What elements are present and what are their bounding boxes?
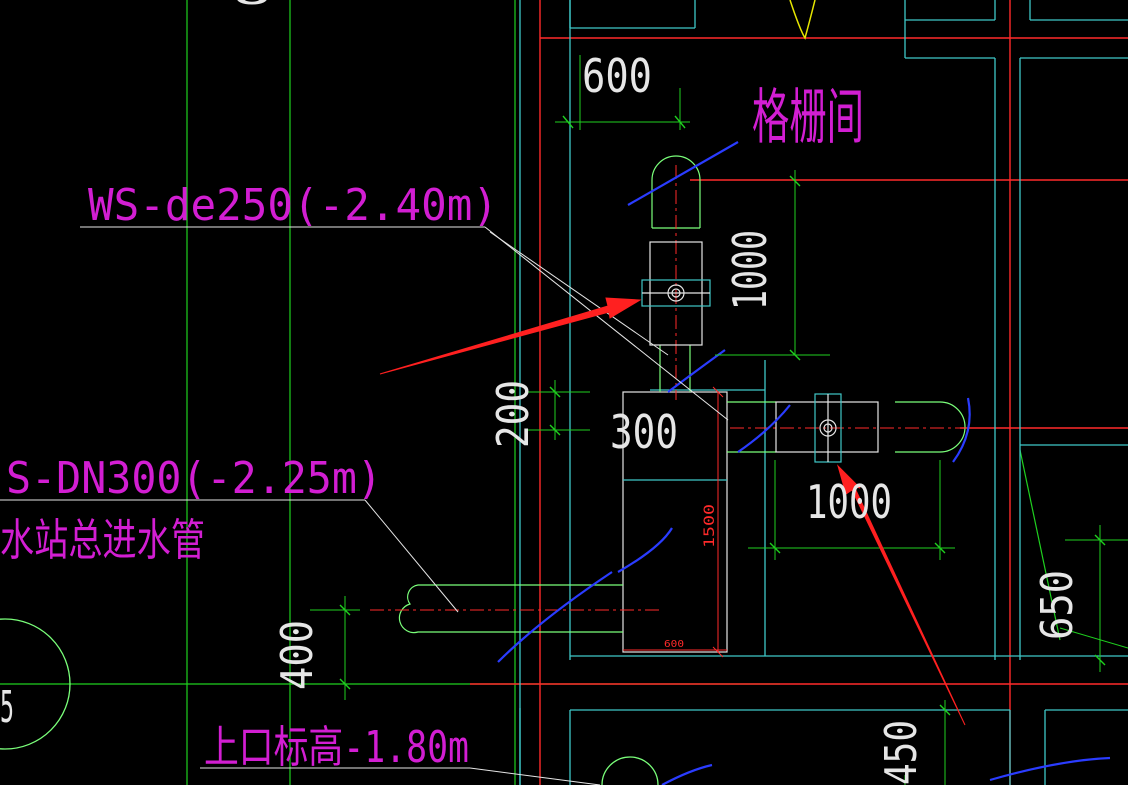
dim-200: 200 bbox=[488, 380, 539, 448]
dim-300: 300 bbox=[610, 405, 678, 459]
label-ws-de250: WS-de250(-2.40m) bbox=[88, 180, 498, 231]
dim-1000-vertical: 1000 bbox=[723, 230, 777, 310]
dimension-texts: 600 300 1000 1000 200 400 650 450 8 5 bbox=[0, 0, 1083, 785]
green-grid-lines bbox=[0, 0, 1061, 785]
dim-1500: 1500 bbox=[702, 504, 718, 548]
dim-400: 400 bbox=[272, 620, 323, 690]
label-room-name: 格栅间 bbox=[752, 83, 864, 153]
top-yellow-detail bbox=[789, 0, 816, 40]
chamber-dimensions bbox=[623, 386, 727, 658]
bottom-tank-circle bbox=[601, 756, 659, 785]
valve-vertical bbox=[641, 241, 711, 346]
dim-1000-horizontal: 1000 bbox=[806, 475, 892, 529]
manhole-chamber bbox=[622, 391, 728, 653]
dimension-lines bbox=[310, 55, 1128, 785]
chamber-dim-texts: 1500 600 bbox=[664, 504, 718, 650]
pipe-centerlines bbox=[370, 165, 970, 611]
label-top-elevation: 上口标高-1.80m bbox=[204, 722, 469, 773]
pipe-labels: WS-de250(-2.40m) S-DN300(-2.25m) 水站总进水管 … bbox=[0, 83, 864, 773]
label-ws-dn300: S-DN300(-2.25m) bbox=[6, 453, 382, 504]
dim-450: 450 bbox=[876, 720, 927, 785]
leader-lines bbox=[0, 226, 729, 785]
cyan-walls bbox=[519, 0, 1128, 785]
dim-5-left: 5 bbox=[0, 682, 14, 733]
valve-horizontal bbox=[775, 393, 879, 463]
arrow-to-horizontal-valve bbox=[836, 464, 966, 726]
dim-600-top: 600 bbox=[582, 49, 652, 103]
dim-600-small: 600 bbox=[664, 639, 684, 650]
pipes bbox=[398, 155, 966, 634]
annotation-arrows bbox=[379, 297, 966, 726]
arrow-to-vertical-valve bbox=[379, 297, 642, 375]
dimension-ticks bbox=[339, 115, 1106, 716]
pipe-break-marks bbox=[497, 141, 1111, 785]
dim-650: 650 bbox=[1032, 570, 1083, 640]
label-main-inlet: 水站总进水管 bbox=[0, 515, 205, 566]
dim-8-top: 8 bbox=[232, 0, 272, 13]
red-axis-lines bbox=[470, 0, 1128, 785]
left-tank-circle bbox=[0, 618, 71, 750]
